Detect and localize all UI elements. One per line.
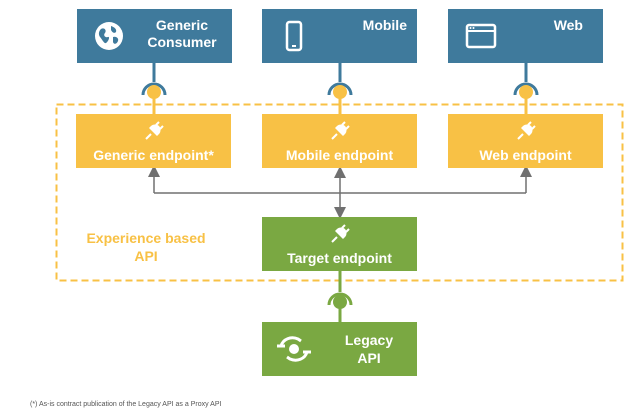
globe-icon <box>95 22 123 50</box>
endpoint-mobile: Mobile endpoint <box>262 114 417 168</box>
plug-icon <box>144 121 164 140</box>
endpoint-web: Web endpoint <box>448 114 603 168</box>
plug-icon <box>330 224 350 243</box>
socket-connector-web <box>513 63 539 114</box>
sync-icon <box>277 336 311 362</box>
endpoint-generic: Generic endpoint* <box>76 114 231 168</box>
plug-icon <box>516 121 536 140</box>
legacy-api-label: Legacy API <box>344 332 394 366</box>
smartphone-icon <box>285 20 303 52</box>
endpoint-mobile-label: Mobile endpoint <box>285 147 394 163</box>
consumer-generic: Generic Consumer <box>77 9 232 63</box>
socket-connector-generic <box>141 63 167 114</box>
target-endpoint: Target endpoint <box>262 217 417 271</box>
browser-window-icon <box>465 23 497 49</box>
legacy-api: Legacy API <box>262 322 417 376</box>
socket-connector-legacy <box>327 271 353 322</box>
consumer-mobile: Mobile <box>262 9 417 63</box>
consumer-web-label: Web <box>553 17 583 33</box>
experience-api-label: Experience based API <box>86 230 206 264</box>
footnote: (*) As-is contract publication of the Le… <box>30 401 222 408</box>
consumer-mobile-label: Mobile <box>362 17 407 33</box>
endpoint-web-label: Web endpoint <box>479 147 572 163</box>
target-endpoint-label: Target endpoint <box>287 250 392 266</box>
consumer-web: Web <box>448 9 603 63</box>
plug-icon <box>330 121 350 140</box>
consumer-generic-label: Generic Consumer <box>147 17 217 50</box>
socket-connector-mobile <box>327 63 353 114</box>
endpoint-generic-label: Generic endpoint* <box>93 147 214 163</box>
